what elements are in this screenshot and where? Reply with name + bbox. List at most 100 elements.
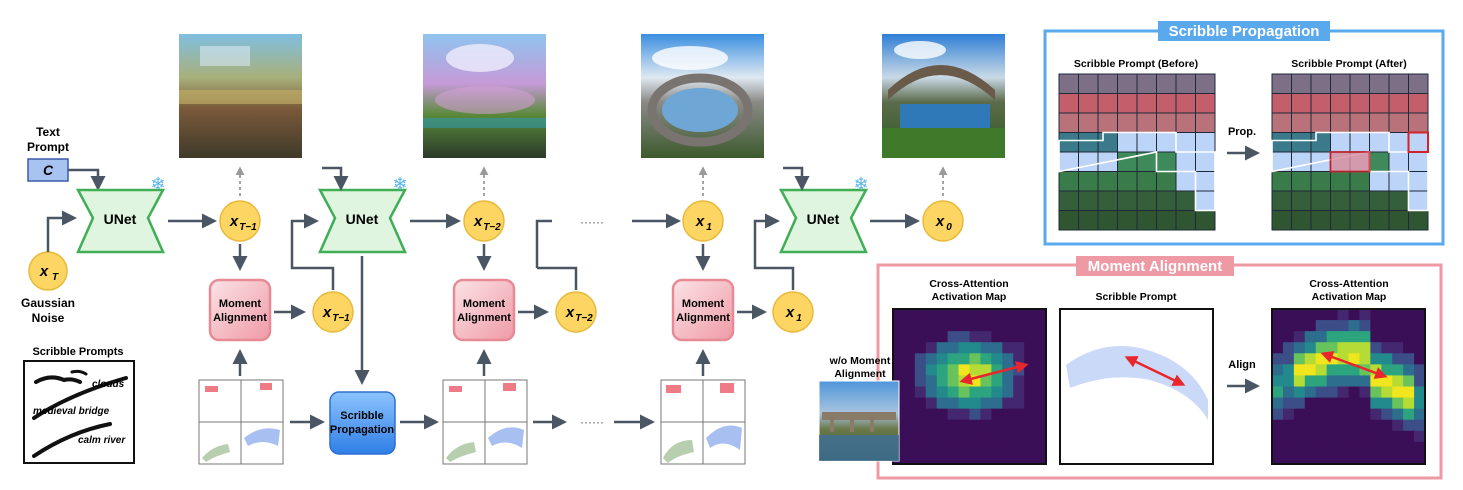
heat-cell [1326,342,1339,354]
grid-cell [1117,210,1138,231]
grid-cell [1388,151,1409,172]
heat-cell [1272,419,1284,432]
moment-alignment-block-2: Moment Alignment [452,278,516,342]
heat-cell [969,342,981,354]
heat-cell [1381,375,1393,387]
heat-cell [1035,364,1047,376]
heat-cell [969,364,981,376]
heat-cell [903,320,916,332]
heat-cell [958,309,970,321]
heat-cell [1304,364,1317,376]
heat-cell [914,309,927,321]
grid-cell [1388,112,1409,133]
heat-cell [1403,408,1415,421]
grid-cell [1310,73,1331,94]
map-border [1271,308,1426,465]
heat-cell [925,430,938,443]
grid-cell [1349,73,1370,94]
heat-cell [1359,375,1371,387]
grid-cell [1310,93,1331,114]
heat-cell [1293,364,1306,376]
heat-cell [1024,353,1036,365]
svg-text:Propagation: Propagation [330,424,394,436]
wo-alignment-label-2: Alignment [834,368,886,380]
heat-cell [1381,452,1393,465]
heat-cell [1403,331,1415,343]
heat-cell [969,331,981,343]
heat-cell [1370,397,1382,410]
heat-cell [936,309,949,321]
heat-cell [969,430,981,443]
grid-cell [1078,73,1099,94]
heat-cell [969,309,981,321]
heat-cell [903,441,916,454]
heat-cell [1414,375,1426,387]
heat-cell [1315,331,1328,343]
arrow-noise-unet1 [46,210,77,252]
grid-cell [1078,210,1099,231]
heat-cell [980,331,992,343]
heat-cell [1013,320,1025,332]
heat-cell [991,397,1003,410]
heat-cell [1315,419,1328,432]
heat-cell [936,342,949,354]
heat-cell [1359,309,1371,321]
heat-cell [1414,397,1426,410]
svg-text:T−2: T−2 [483,222,501,233]
grid-cell [1156,190,1177,211]
heat-cell [1272,364,1284,376]
arrow-loop-1 [290,213,335,290]
heat-cell [947,353,960,365]
heat-cell [914,331,927,343]
heat-cell [1381,430,1393,443]
heat-cell [1002,397,1014,410]
heat-cell [969,419,981,432]
heat-cell [1326,430,1339,443]
heat-cell [1002,375,1014,387]
heat-cell [893,342,905,354]
heat-cell [1024,342,1036,354]
heat-cell [991,419,1003,432]
grid-cell [1291,210,1312,231]
align-label: Align [1228,359,1256,371]
grid-cell [1136,112,1157,133]
grid-cell [1078,93,1099,114]
grid-cell [1349,171,1370,192]
frozen-icon: ❄ [150,174,165,194]
heat-cell [1024,397,1036,410]
heat-cell [1370,320,1382,332]
heat-cell [991,353,1003,365]
heat-cell [1293,342,1306,354]
scribble-mask-grid-3 [660,379,746,465]
intermediate-image-3 [641,34,764,158]
heat-cell [1293,375,1306,387]
heat-cell [1035,441,1047,454]
scribble-map-label: Scribble Prompt [1095,291,1177,303]
grid-cell [1058,190,1079,211]
heat-cell [936,364,949,376]
heat-cell [947,386,960,399]
heat-cell [925,397,938,410]
grid-cell [1369,73,1390,94]
heat-cell [903,397,916,410]
grid-cell [1291,93,1312,114]
heat-cell [1282,386,1295,399]
heat-cell [1370,353,1382,365]
heat-cell [925,408,938,421]
heat-cell [925,419,938,432]
heat-cell [1414,342,1426,354]
heat-cell [936,386,949,399]
unet-block-2: UNet ❄ [317,174,408,254]
heat-cell [1392,320,1404,332]
heat-cell [1304,353,1317,365]
heat-cell [980,452,992,465]
grid-cell [1195,171,1216,192]
heat-cell [914,430,927,443]
heat-cell [958,331,970,343]
grid-cell [1349,190,1370,211]
latent-x-t-1-aligned: x T−1 [312,291,354,333]
svg-text:x: x [229,213,239,230]
heat-cell [1002,408,1014,421]
scribble-label-river: calm river [78,435,126,446]
heat-cell [980,419,992,432]
